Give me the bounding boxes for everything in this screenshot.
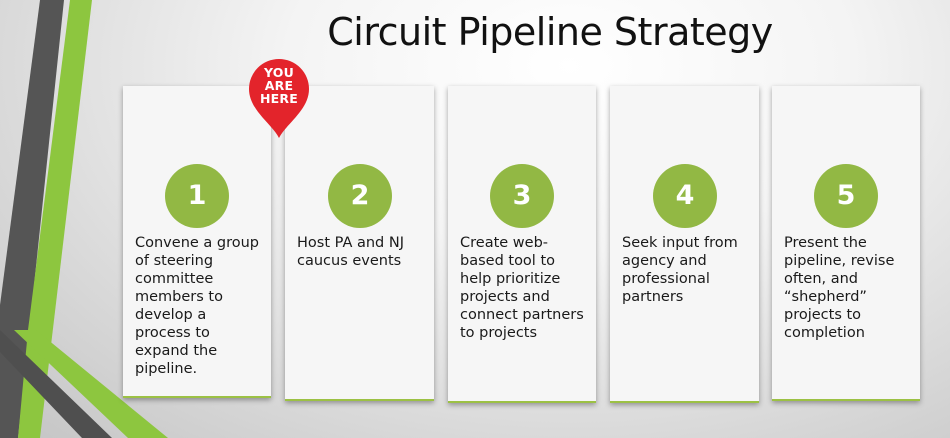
step-card-3: 3 Create web-based tool to help prioriti… — [448, 86, 596, 403]
step-number-2: 2 — [328, 164, 392, 228]
map-pin-icon — [249, 59, 309, 138]
step-text-5: Present the pipeline, revise often, and … — [784, 235, 895, 341]
stripe-dark-top — [0, 0, 64, 438]
step-card-5: 5 Present the pipeline, revise often, an… — [772, 86, 920, 401]
step-number-3: 3 — [490, 164, 554, 228]
step-text-3: Create web-based tool to help prioritize… — [460, 235, 584, 341]
you-are-here-label: YOU ARE HERE — [260, 65, 298, 106]
step-card-4: 4 Seek input from agency and professiona… — [610, 86, 759, 403]
step-text-1: Convene a group of steering committee me… — [135, 235, 260, 377]
step-text-2: Host PA and NJ caucus events — [297, 235, 404, 269]
step-number-1: 1 — [165, 164, 229, 228]
stripe-green-top — [18, 0, 92, 438]
step-number-4: 4 — [653, 164, 717, 228]
step-card-2: 2 Host PA and NJ caucus events — [285, 86, 434, 401]
stripe-green-bottom — [14, 330, 168, 438]
stripe-dark-bottom — [0, 330, 112, 438]
step-card-1: 1 Convene a group of steering committee … — [123, 86, 271, 398]
step-text-4: Seek input from agency and professional … — [622, 235, 738, 305]
step-number-5: 5 — [814, 164, 878, 228]
page-title: Circuit Pipeline Strategy — [327, 10, 773, 54]
